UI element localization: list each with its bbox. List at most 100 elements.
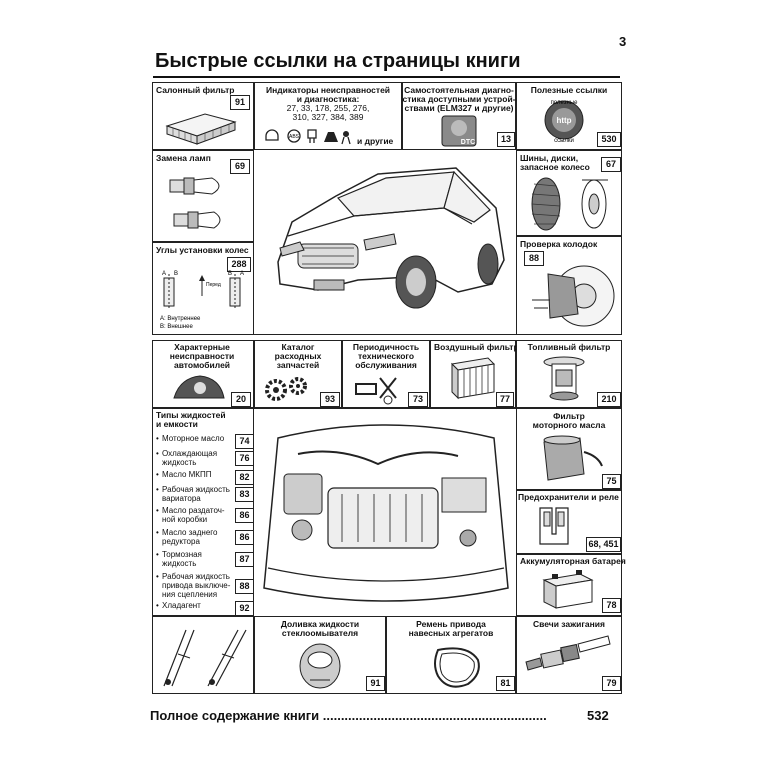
drive-belt-line-2: навесных агрегатов [408, 628, 494, 638]
headlamp-bulb-icon [169, 177, 221, 229]
svg-text:B: B [174, 271, 178, 277]
service-intervals-line-1: Периодичность [352, 342, 420, 352]
fault-indicators-cell[interactable] [254, 82, 402, 150]
toc-page[interactable]: 532 [587, 708, 609, 723]
air-filter-icon [450, 357, 496, 400]
cabin-filter-label: Салонный фильтр [156, 85, 235, 95]
fluid-page[interactable]: 92 [235, 601, 254, 616]
tires-line-2: запасное колесо [520, 162, 590, 172]
fuse-icon [539, 507, 569, 545]
svg-text:A: A [162, 271, 166, 277]
fault-indicators-line-3: 27, 33, 178, 255, 276, [286, 103, 370, 113]
fault-indicators-line-2: и диагностика: [296, 94, 360, 104]
washer-fluid-page[interactable]: 91 [366, 676, 385, 691]
fuel-filter-page[interactable]: 210 [597, 392, 621, 407]
svg-text:A: Внутреннее: A: Внутреннее [160, 316, 201, 322]
gears-icon [265, 377, 307, 401]
self-diag-page[interactable]: 13 [497, 132, 515, 147]
svg-text:ABS: ABS [289, 134, 300, 140]
drive-belt-line-1: Ремень привода [416, 619, 486, 629]
toc-link[interactable]: Полное содержание книги ................… [150, 708, 547, 723]
fluid-page[interactable]: 82 [235, 470, 254, 485]
car-illustration [277, 167, 505, 309]
service-intervals-line-3: обслуживания [355, 360, 417, 370]
typical-faults-line-2: неисправности [169, 351, 235, 361]
parts-catalog-line-3: запчастей [276, 360, 320, 370]
page-title: Быстрые ссылки на страницы книги [155, 50, 521, 72]
wheel-alignment-label: Углы установки колес [156, 245, 249, 255]
svg-text:Перед: Перед [206, 282, 221, 288]
title-underline [153, 76, 620, 78]
fuel-filter-label: Топливный фильтр [527, 342, 611, 352]
drive-belt-cell[interactable] [386, 616, 516, 694]
fluid-page[interactable]: 86 [235, 508, 254, 523]
fluids-line-2: и емкости [156, 419, 198, 429]
battery-label: Аккумуляторная батарея [520, 556, 626, 566]
brake-caliper-icon [532, 265, 615, 327]
oil-filter-line-2: моторного масла [532, 420, 606, 430]
self-diag-line-1: Самостоятельная диагно- [404, 85, 514, 95]
warning-lamps-icon: ABS [265, 129, 351, 145]
belt-icon [434, 647, 480, 688]
page-number: 3 [619, 34, 627, 49]
washer-reservoir-icon [299, 643, 341, 689]
cabin-filter-page[interactable]: 91 [230, 95, 250, 110]
toe-angle-diagram: A B B A Перед A: Внутреннее B: Внешнее [160, 271, 244, 330]
maintenance-tools-icon [355, 377, 397, 405]
typical-faults-line-1: Характерные [174, 342, 230, 352]
tire-wheel-icon [531, 177, 608, 231]
svg-text:DTC: DTC [461, 139, 475, 146]
service-intervals-page[interactable]: 73 [408, 392, 428, 407]
service-intervals-line-2: технического [357, 351, 415, 361]
parts-catalog-page[interactable]: 93 [320, 392, 340, 407]
parts-catalog-line-1: Каталог [281, 342, 315, 352]
fluids-line-1: Типы жидкостей [156, 410, 226, 420]
air-filter-page[interactable]: 77 [496, 392, 514, 407]
parts-catalog-line-2: расходных [274, 351, 322, 361]
lamp-replacement-page[interactable]: 69 [230, 159, 250, 174]
fluid-page[interactable]: 87 [235, 552, 254, 567]
oil-filter-line-1: Фильтр [553, 411, 585, 421]
obd-scanner-icon: DTC [441, 115, 477, 147]
tires-page[interactable]: 67 [601, 157, 621, 172]
useful-links-label: Полезные ссылки [530, 85, 608, 95]
fluid-page[interactable]: 74 [235, 434, 254, 449]
wheel-alignment-page[interactable]: 288 [227, 257, 251, 272]
fluid-page[interactable]: 83 [235, 487, 254, 502]
web-link-icon: полезные http ссылки [544, 100, 584, 144]
oil-filter-page[interactable]: 75 [602, 474, 621, 489]
spark-plugs-page[interactable]: 79 [602, 676, 621, 691]
spark-plug-icon [525, 635, 611, 671]
air-filter-label: Воздушный фильтр [434, 342, 519, 352]
fluid-page[interactable]: 86 [235, 530, 254, 545]
svg-text:ссылки: ссылки [554, 138, 574, 144]
fluid-page[interactable]: 88 [235, 579, 254, 594]
self-diag-line-2: стика доступными устрой- [402, 94, 516, 104]
fuses-label: Предохранители и реле [518, 492, 619, 502]
brake-check-page[interactable]: 88 [524, 251, 544, 266]
tires-line-1: Шины, диски, [520, 153, 579, 163]
self-diag-line-3: ствами (ELM327 и другие) [404, 103, 514, 113]
dipstick-icon [163, 629, 247, 687]
drive-belt-page[interactable]: 81 [496, 676, 515, 691]
car-fault-icon [173, 375, 225, 399]
engine-bay-illustration [263, 424, 509, 602]
battery-icon [542, 570, 594, 609]
brake-check-label: Проверка колодок [520, 239, 598, 249]
useful-links-page[interactable]: 530 [597, 132, 621, 147]
battery-page[interactable]: 78 [602, 598, 621, 613]
fault-indicators-line-4: 310, 327, 384, 389 [292, 112, 364, 122]
typical-faults-page[interactable]: 20 [231, 392, 251, 407]
fuses-page[interactable]: 68, 451 [586, 537, 621, 552]
svg-text:полезные: полезные [551, 100, 579, 106]
fluid-page[interactable]: 76 [235, 451, 254, 466]
